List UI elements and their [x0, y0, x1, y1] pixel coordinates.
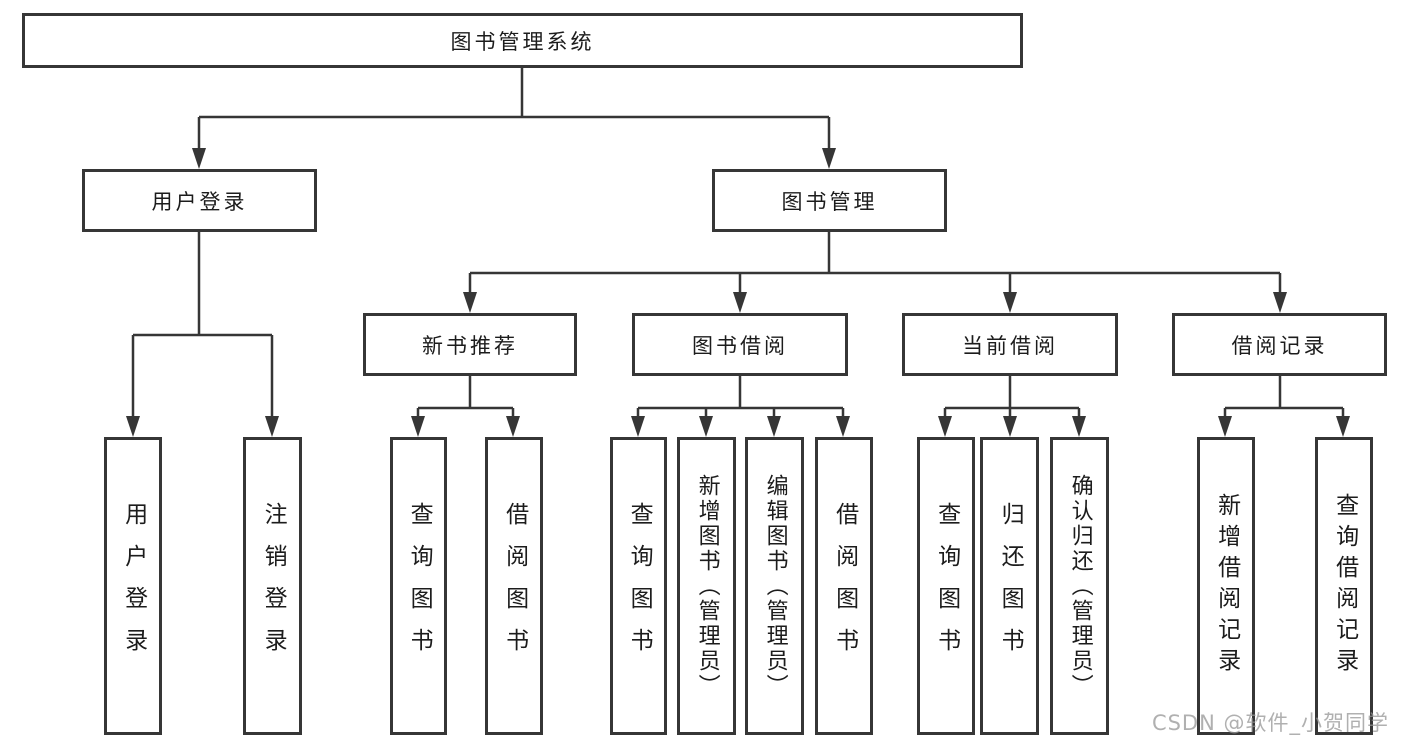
node-book-management: 图书管理	[712, 169, 947, 232]
leaf-label: 借阅图书	[501, 502, 528, 670]
leaf-label: 查询图书	[626, 502, 653, 670]
node-label: 新书推荐	[422, 333, 518, 358]
leaf-label: 用户登录	[120, 502, 147, 670]
node-label: 当前借阅	[962, 333, 1058, 358]
node-root-library-management-system: 图书管理系统	[22, 13, 1023, 68]
leaf-borrow-book-under-book-borrow: 借阅图书	[815, 437, 873, 735]
leaf-query-book-under-current-borrow: 查询图书	[917, 437, 975, 735]
leaf-label: 查询图书	[406, 502, 433, 670]
leaf-confirm-return-admin: 确认归还（管理员）	[1050, 437, 1109, 735]
leaf-add-book-admin: 新增图书（管理员）	[677, 437, 736, 735]
leaf-query-book-under-new-book: 查询图书	[390, 437, 447, 735]
leaf-return-book: 归还图书	[980, 437, 1039, 735]
leaf-logout: 注销登录	[243, 437, 302, 735]
node-label: 借阅记录	[1231, 333, 1328, 358]
node-user-login: 用户登录	[82, 169, 317, 232]
leaf-add-borrow-record: 新增借阅记录	[1197, 437, 1255, 735]
node-borrow-record: 借阅记录	[1172, 313, 1387, 376]
leaf-label: 新增借阅记录	[1213, 493, 1240, 679]
leaf-label: 查询图书	[933, 502, 960, 670]
leaf-edit-book-admin: 编辑图书（管理员）	[745, 437, 804, 735]
leaf-label: 归还图书	[997, 502, 1024, 670]
node-new-book-recommend: 新书推荐	[363, 313, 577, 376]
node-current-borrow: 当前借阅	[902, 313, 1118, 376]
leaf-label: 借阅图书	[831, 502, 858, 670]
leaf-label: 新增图书（管理员）	[694, 473, 720, 699]
leaf-label: 编辑图书（管理员）	[762, 473, 788, 699]
node-label: 图书管理	[781, 189, 878, 214]
leaf-user-login: 用户登录	[104, 437, 162, 735]
node-label: 图书管理系统	[450, 29, 595, 54]
node-book-borrow: 图书借阅	[632, 313, 848, 376]
leaf-query-borrow-record: 查询借阅记录	[1315, 437, 1373, 735]
csdn-watermark: CSDN @软件_小贺同学	[1151, 711, 1389, 735]
leaf-query-book-under-book-borrow: 查询图书	[610, 437, 667, 735]
leaf-label: 注销登录	[260, 502, 287, 670]
leaf-borrow-book-under-new-book: 借阅图书	[485, 437, 543, 735]
leaf-label: 确认归还（管理员）	[1067, 473, 1093, 699]
node-label: 用户登录	[151, 189, 248, 214]
leaf-label: 查询借阅记录	[1331, 493, 1358, 679]
node-label: 图书借阅	[692, 333, 788, 358]
